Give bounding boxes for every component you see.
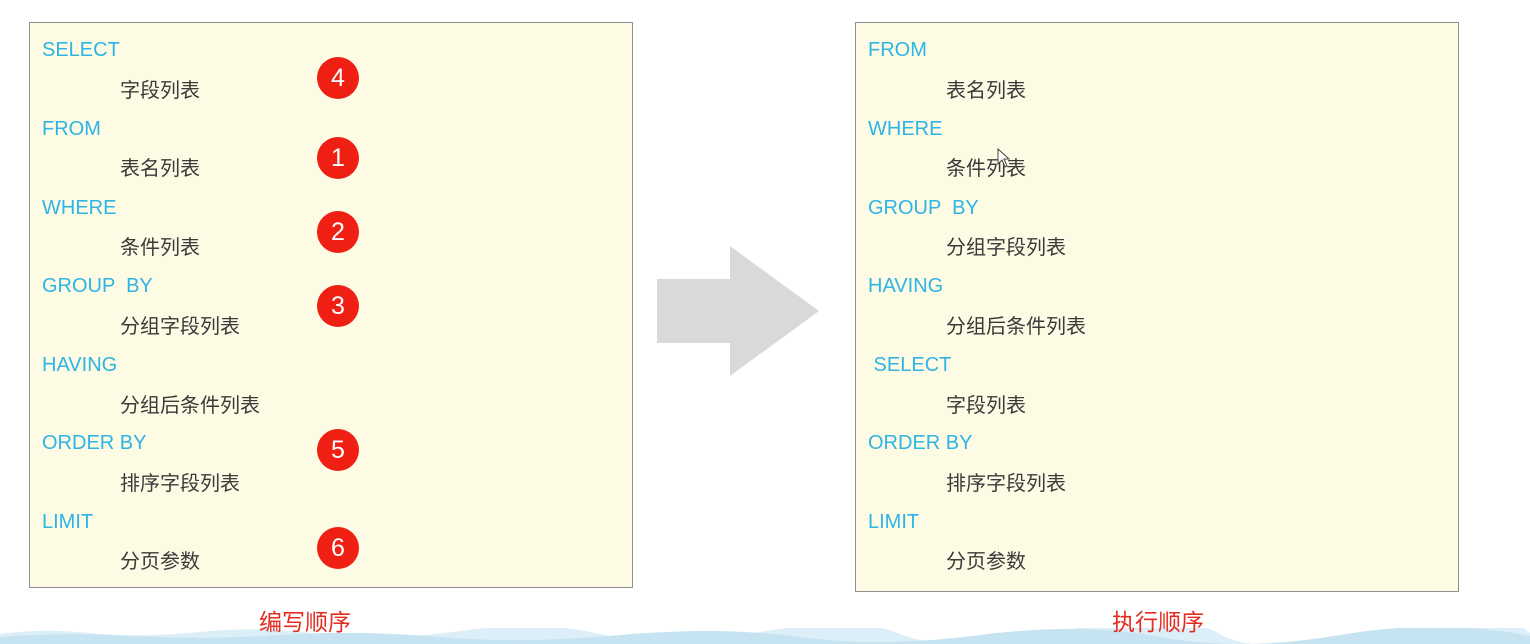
step-badge-from: 1 xyxy=(317,137,359,179)
execution-order-panel: FROM 表名列表 WHERE 条件列表 GROUP BY 分组字段列表 HAV… xyxy=(855,22,1459,592)
clause-value: 分页参数 xyxy=(120,549,200,573)
keyword-from: FROM xyxy=(42,118,101,140)
clause-value: 表名列表 xyxy=(120,156,200,180)
step-badge-limit: 6 xyxy=(317,527,359,569)
step-badge-select: 4 xyxy=(317,57,359,99)
clause-value: 排序字段列表 xyxy=(120,471,240,495)
writing-order-panel: SELECT 字段列表 4 FROM 表名列表 1 WHERE 条件列表 2 G… xyxy=(29,22,633,588)
clause-value: 分组后条件列表 xyxy=(946,314,1086,338)
clause-value: 条件列表 xyxy=(120,235,200,259)
keyword-limit: LIMIT xyxy=(42,511,94,533)
keyword-limit: LIMIT xyxy=(868,511,920,533)
keyword-order-by: ORDER BY xyxy=(868,432,973,454)
clause-value: 分页参数 xyxy=(946,549,1026,573)
clause-value: 分组字段列表 xyxy=(120,314,240,338)
writing-order-caption: 编写顺序 xyxy=(259,610,351,636)
step-badge-order-by: 5 xyxy=(317,429,359,471)
clause-value: 分组后条件列表 xyxy=(120,393,260,417)
step-badge-group-by: 3 xyxy=(317,285,359,327)
execution-order-caption: 执行顺序 xyxy=(1112,610,1204,636)
keyword-select: SELECT xyxy=(42,39,120,61)
keyword-order-by: ORDER BY xyxy=(42,432,147,454)
keyword-having: HAVING xyxy=(42,354,118,376)
keyword-having: HAVING xyxy=(868,275,944,297)
clause-value: 条件列表 xyxy=(946,156,1026,180)
step-badge-where: 2 xyxy=(317,211,359,253)
keyword-from: FROM xyxy=(868,39,927,61)
keyword-group-by: GROUP BY xyxy=(868,197,979,219)
clause-value: 字段列表 xyxy=(946,393,1026,417)
clause-value: 表名列表 xyxy=(946,78,1026,102)
right-arrow-icon xyxy=(657,246,819,376)
keyword-group-by: GROUP BY xyxy=(42,275,153,297)
keyword-where: WHERE xyxy=(42,197,117,219)
clause-value: 字段列表 xyxy=(120,78,200,102)
keyword-select: SELECT xyxy=(868,354,952,376)
mouse-cursor-icon xyxy=(997,148,1011,168)
keyword-where: WHERE xyxy=(868,118,943,140)
clause-value: 分组字段列表 xyxy=(946,235,1066,259)
bottom-decoration xyxy=(0,628,1530,644)
clause-value: 排序字段列表 xyxy=(946,471,1066,495)
